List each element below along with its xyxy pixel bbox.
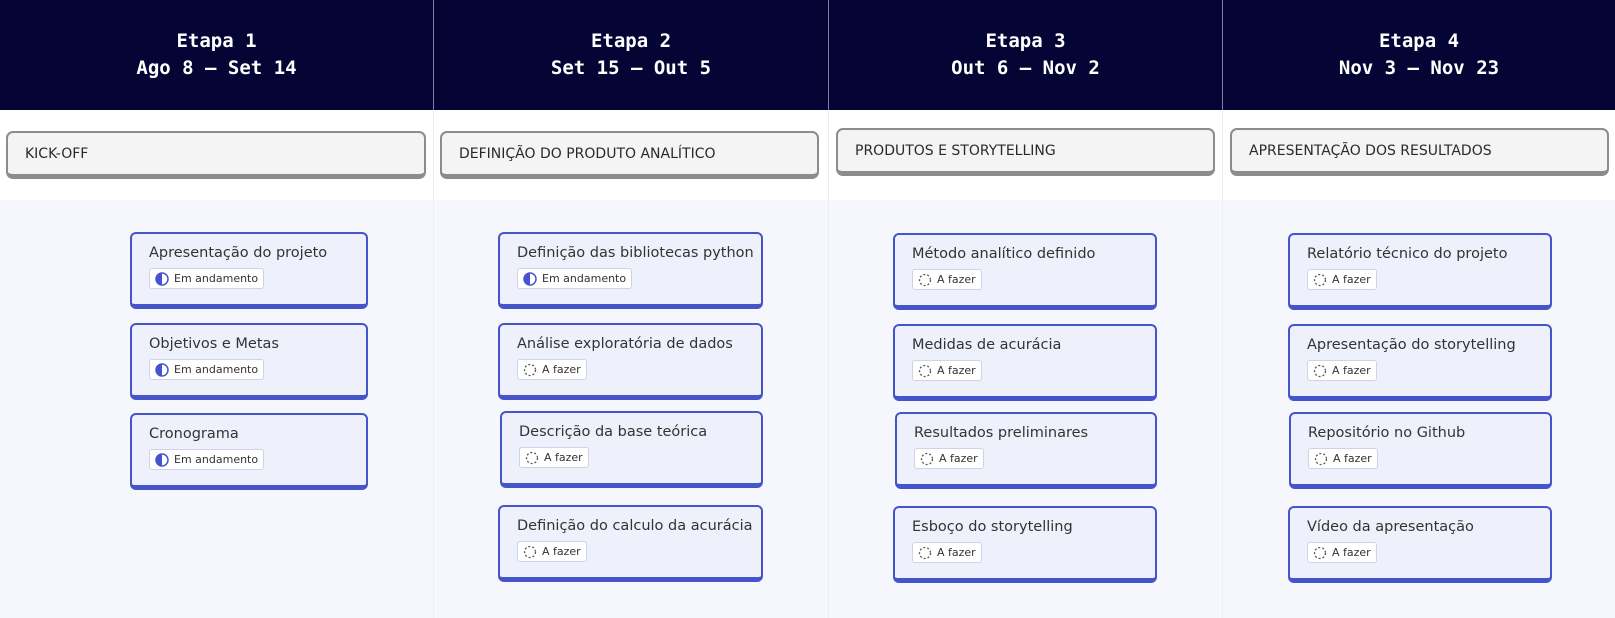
- dashed-circle-icon: [920, 452, 934, 465]
- dashed-circle-icon: [1313, 364, 1327, 377]
- task-card[interactable]: Vídeo da apresentação A fazer: [1288, 506, 1552, 583]
- status-badge[interactable]: A fazer: [912, 269, 982, 290]
- status-badge[interactable]: A fazer: [517, 541, 587, 562]
- status-badge[interactable]: Em andamento: [517, 268, 633, 289]
- status-label: A fazer: [1332, 273, 1371, 286]
- task-title: Relatório técnico do projeto: [1307, 246, 1508, 262]
- half-circle-icon: [155, 271, 169, 286]
- status-badge[interactable]: A fazer: [912, 542, 982, 563]
- task-title: Medidas de acurácia: [912, 337, 1062, 353]
- dashed-circle-icon: [525, 451, 539, 464]
- task-card[interactable]: Medidas de acurácia A fazer: [893, 324, 1157, 401]
- status-label: Em andamento: [174, 453, 259, 466]
- status-badge[interactable]: A fazer: [912, 360, 982, 381]
- column-divider: [828, 110, 829, 618]
- stage-title: Etapa 2: [590, 30, 672, 52]
- task-title: Repositório no Github: [1308, 425, 1466, 441]
- task-title: Objetivos e Metas: [149, 336, 279, 352]
- stage-dates: Nov 3 – Nov 23: [1338, 57, 1500, 79]
- status-badge[interactable]: Em andamento: [149, 359, 265, 380]
- stage-title: Etapa 4: [1378, 30, 1460, 52]
- column-divider: [1222, 110, 1223, 618]
- task-card[interactable]: Resultados preliminares A fazer: [895, 412, 1157, 489]
- phase-box-kickoff[interactable]: KICK-OFF: [6, 131, 426, 179]
- task-title: Apresentação do projeto: [149, 245, 328, 261]
- stage-dates: Ago 8 – Set 14: [136, 57, 297, 79]
- stage-dates: Out 6 – Nov 2: [951, 57, 1100, 79]
- task-title: Cronograma: [149, 426, 239, 442]
- task-title: Esboço do storytelling: [912, 519, 1073, 535]
- task-card[interactable]: Apresentação do projeto Em andamento: [130, 232, 368, 309]
- task-card[interactable]: Descrição da base teórica A fazer: [500, 411, 763, 488]
- task-card[interactable]: Cronograma Em andamento: [130, 413, 368, 490]
- phase-box-produto-analitico[interactable]: DEFINIÇÃO DO PRODUTO ANALÍTICO: [440, 131, 819, 179]
- status-badge[interactable]: Em andamento: [149, 268, 265, 289]
- status-label: A fazer: [1332, 546, 1371, 559]
- status-label: A fazer: [544, 451, 583, 464]
- header-band: [0, 0, 1615, 110]
- dashed-circle-icon: [523, 545, 537, 558]
- status-badge[interactable]: Em andamento: [149, 449, 265, 470]
- task-title: Descrição da base teórica: [519, 424, 708, 440]
- task-title: Definição das bibliotecas python: [517, 245, 754, 261]
- stage-dates: Set 15 – Out 5: [550, 57, 712, 79]
- dashed-circle-icon: [918, 273, 932, 286]
- task-title: Resultados preliminares: [914, 425, 1089, 441]
- task-card[interactable]: Relatório técnico do projeto A fazer: [1288, 233, 1552, 310]
- stage-header-2: Etapa 2 Set 15 – Out 5: [433, 0, 828, 110]
- stage-title: Etapa 1: [176, 30, 257, 52]
- status-label: A fazer: [542, 363, 581, 376]
- phase-box-resultados[interactable]: APRESENTAÇÃO DOS RESULTADOS: [1230, 128, 1609, 176]
- status-badge[interactable]: A fazer: [519, 447, 589, 468]
- status-label: A fazer: [937, 273, 976, 286]
- task-title: Definição do calculo da acurácia: [517, 518, 753, 534]
- task-title: Vídeo da apresentação: [1307, 519, 1474, 535]
- stage-header-1: Etapa 1 Ago 8 – Set 14: [0, 0, 433, 110]
- task-card[interactable]: Objetivos e Metas Em andamento: [130, 323, 368, 400]
- dashed-circle-icon: [1313, 546, 1327, 559]
- status-badge[interactable]: A fazer: [1307, 269, 1377, 290]
- status-label: A fazer: [542, 545, 581, 558]
- dashed-circle-icon: [918, 546, 932, 559]
- dashed-circle-icon: [1314, 452, 1328, 465]
- half-circle-icon: [155, 362, 169, 377]
- status-label: A fazer: [937, 546, 976, 559]
- task-card[interactable]: Definição do calculo da acurácia A fazer: [498, 505, 763, 582]
- dashed-circle-icon: [1313, 273, 1327, 286]
- dashed-circle-icon: [523, 363, 537, 376]
- status-badge[interactable]: A fazer: [1308, 448, 1378, 469]
- status-label: A fazer: [1333, 452, 1372, 465]
- task-card[interactable]: Esboço do storytelling A fazer: [893, 506, 1157, 583]
- status-label: Em andamento: [174, 363, 259, 376]
- task-title: Método analítico definido: [912, 246, 1096, 262]
- column-divider: [433, 110, 434, 618]
- status-badge[interactable]: A fazer: [1307, 542, 1377, 563]
- task-title: Apresentação do storytelling: [1307, 337, 1516, 353]
- status-badge[interactable]: A fazer: [1307, 360, 1377, 381]
- task-card[interactable]: Método analítico definido A fazer: [893, 233, 1157, 310]
- stage-title: Etapa 3: [985, 30, 1066, 52]
- status-label: A fazer: [939, 452, 978, 465]
- status-label: A fazer: [937, 364, 976, 377]
- status-label: A fazer: [1332, 364, 1371, 377]
- phase-box-storytelling[interactable]: PRODUTOS E STORYTELLING: [836, 128, 1215, 176]
- stage-header-3: Etapa 3 Out 6 – Nov 2: [828, 0, 1222, 110]
- status-label: Em andamento: [174, 272, 259, 285]
- half-circle-icon: [155, 452, 169, 467]
- half-circle-icon: [523, 271, 537, 286]
- task-card[interactable]: Apresentação do storytelling A fazer: [1288, 324, 1552, 401]
- status-badge[interactable]: A fazer: [517, 359, 587, 380]
- task-card[interactable]: Definição das bibliotecas python Em anda…: [498, 232, 763, 309]
- status-label: Em andamento: [542, 272, 627, 285]
- task-title: Análise exploratória de dados: [517, 336, 733, 352]
- dashed-circle-icon: [918, 364, 932, 377]
- status-badge[interactable]: A fazer: [914, 448, 984, 469]
- task-card[interactable]: Análise exploratória de dados A fazer: [498, 323, 763, 400]
- stage-header-4: Etapa 4 Nov 3 – Nov 23: [1222, 0, 1615, 110]
- task-card[interactable]: Repositório no Github A fazer: [1289, 412, 1552, 489]
